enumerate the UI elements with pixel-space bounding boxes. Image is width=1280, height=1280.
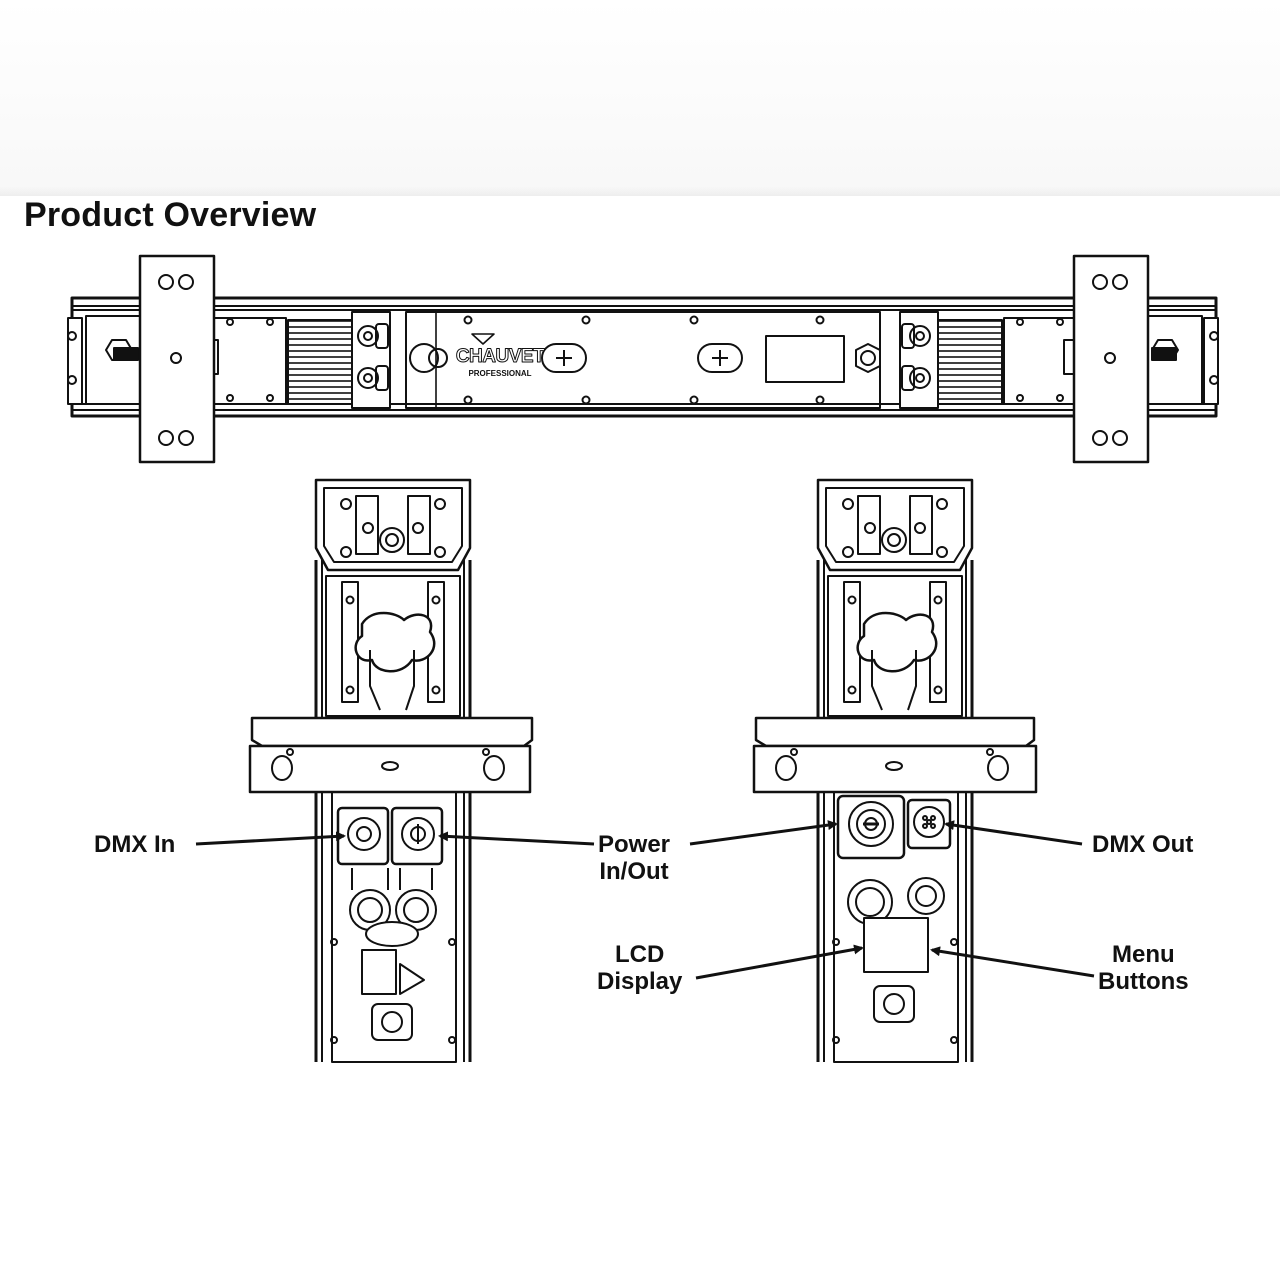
label-dmx-in: DMX In bbox=[94, 831, 176, 858]
label-menu-line1: Menu bbox=[1111, 941, 1175, 968]
brand-logo-subtext: PROFESSIONAL bbox=[468, 369, 531, 378]
brand-logo-text: CHAUVET bbox=[456, 346, 545, 367]
label-lcd-line2: Display bbox=[597, 968, 683, 995]
page-title: Product Overview bbox=[24, 196, 317, 234]
blank-header-band bbox=[0, 0, 1280, 196]
arrow-power-left bbox=[438, 831, 595, 846]
arrow-power-right bbox=[689, 820, 838, 846]
label-lcd-display: LCD Display bbox=[597, 941, 682, 995]
arrow-dmx-out bbox=[944, 820, 1083, 846]
callout-arrows bbox=[195, 820, 1095, 980]
top-view-bar bbox=[67, 254, 1219, 464]
label-power-line1: Power bbox=[598, 831, 671, 858]
arrow-menu-buttons bbox=[930, 946, 1095, 978]
label-power-line2: In/Out bbox=[599, 858, 669, 885]
label-menu-buttons: Menu Buttons bbox=[1098, 941, 1189, 995]
label-dmx-out: DMX Out bbox=[1092, 831, 1194, 858]
arrow-dmx-in bbox=[195, 831, 346, 846]
end-view-left bbox=[248, 478, 534, 1063]
label-power-in-out: Power In/Out bbox=[598, 831, 670, 885]
end-view-right bbox=[752, 478, 1038, 1063]
label-lcd-line1: LCD bbox=[615, 941, 665, 968]
label-menu-line2: Buttons bbox=[1098, 968, 1189, 995]
arrow-lcd-display bbox=[695, 944, 864, 980]
